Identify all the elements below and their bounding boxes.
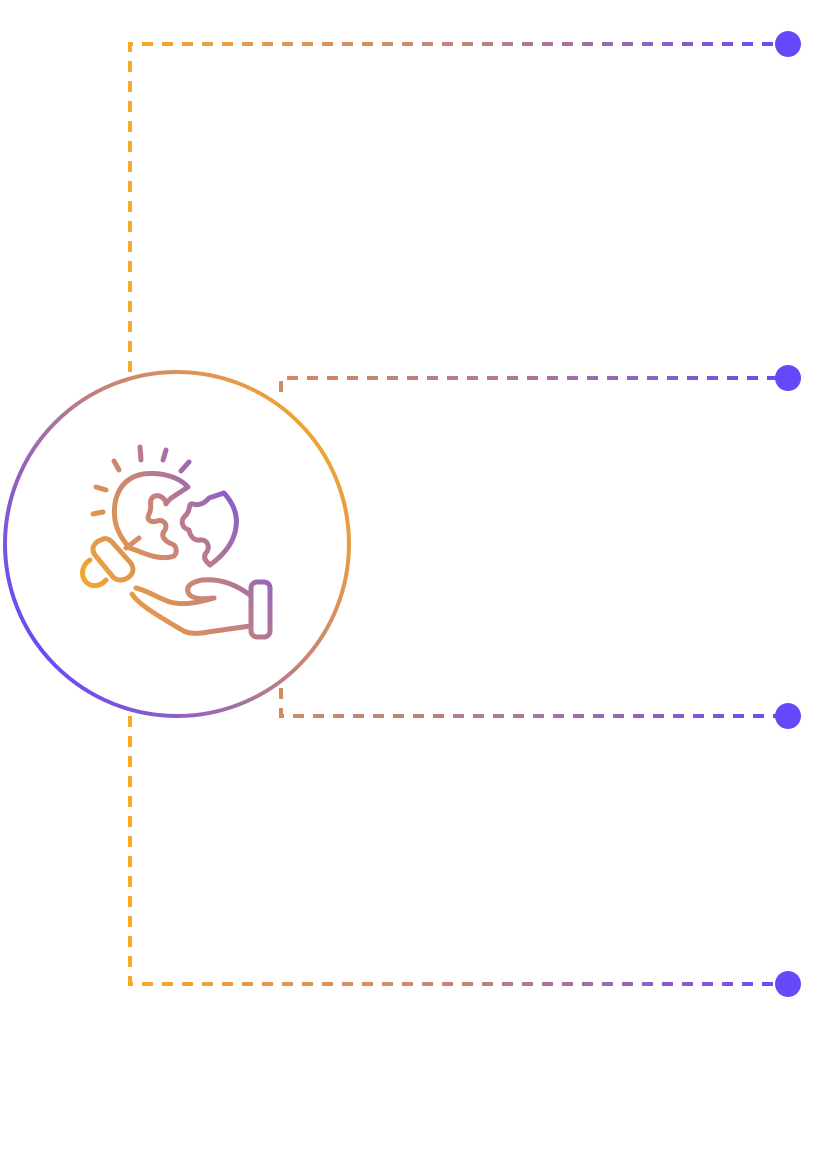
hub-circle <box>3 370 351 718</box>
endpoint-dot-2 <box>775 365 801 391</box>
connector-line-upper-middle <box>279 376 788 392</box>
connector-line-bottom <box>128 716 788 986</box>
endpoint-dot-1 <box>775 31 801 57</box>
connector-line-lower-middle <box>279 688 788 718</box>
endpoint-dot-3 <box>775 703 801 729</box>
connector-line-top <box>128 42 788 372</box>
lightbulb-puzzle-hand-icon <box>80 444 273 640</box>
endpoint-dot-4 <box>775 971 801 997</box>
